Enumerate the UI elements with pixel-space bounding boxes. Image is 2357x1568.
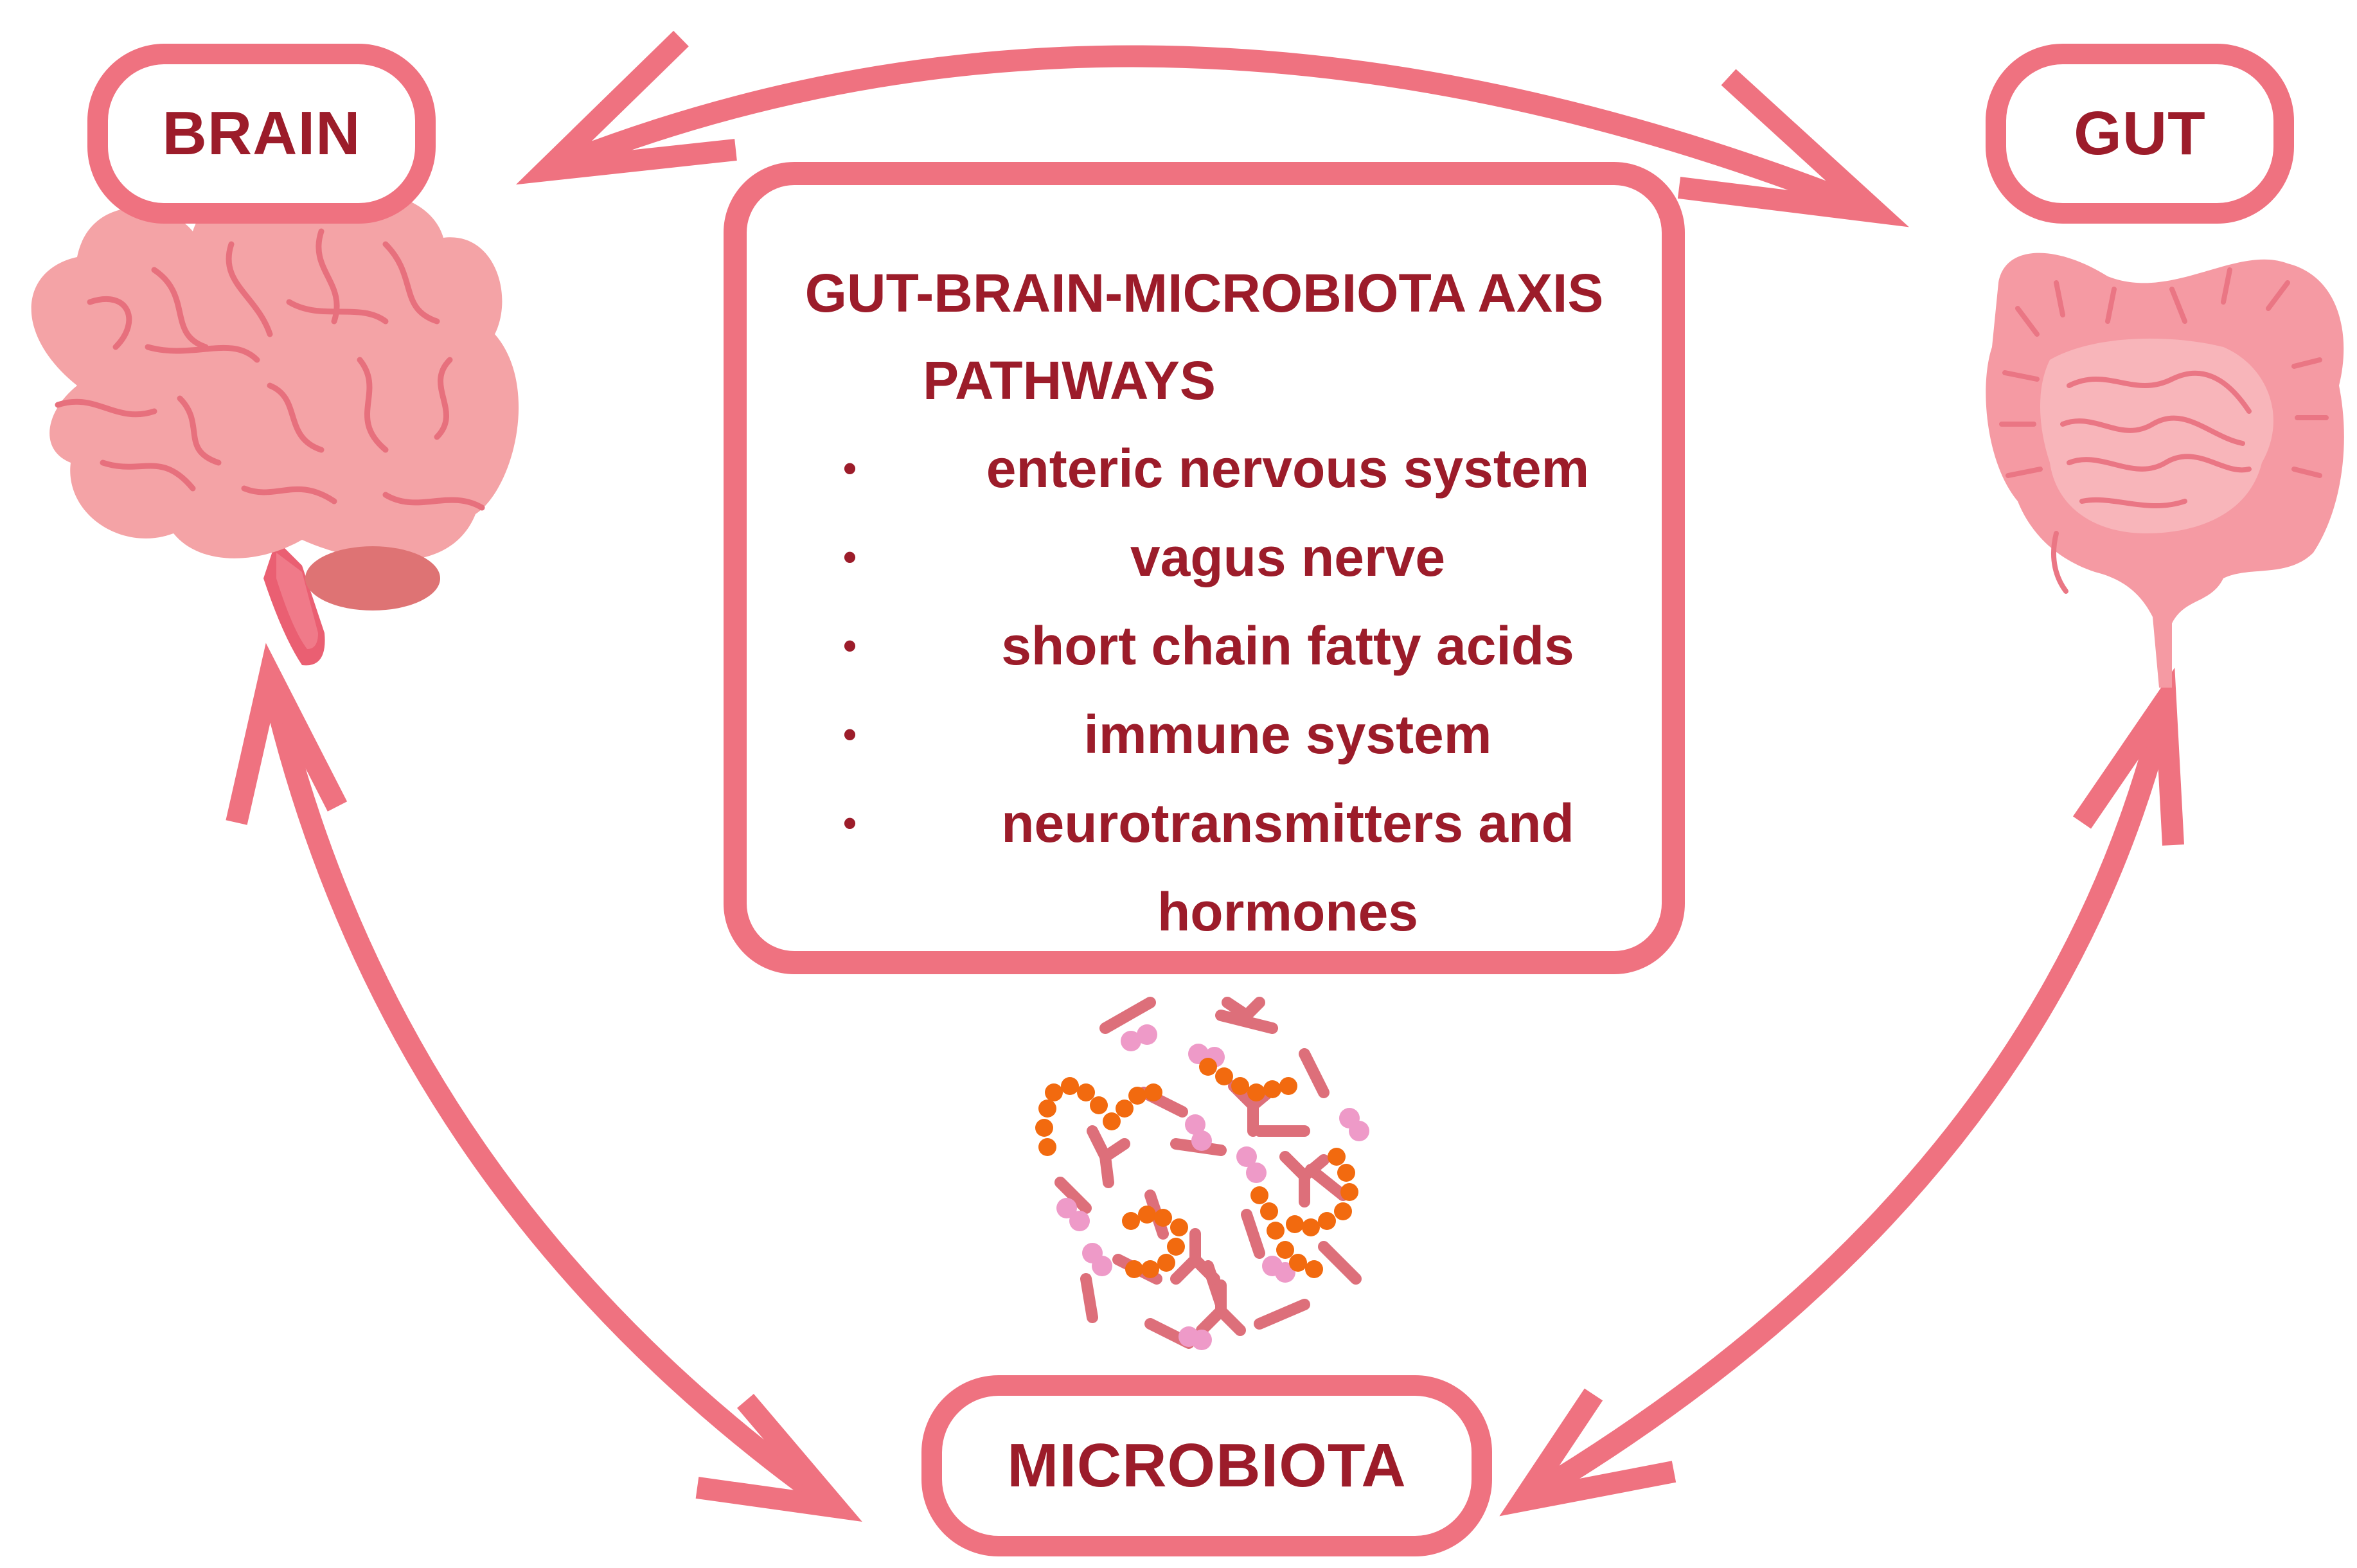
pathways-box: GUT-BRAIN-MICROBIOTA AXIS PATHWAYS • ent… [724, 162, 1685, 974]
brain-icon [31, 178, 519, 666]
bullet-icon: • [843, 447, 857, 490]
bacteria-cluster-icon [1035, 997, 1369, 1350]
pathways-title-line2: PATHWAYS [923, 350, 1216, 411]
arrow-brain-microbiota [226, 643, 862, 1522]
pathway-label: vagus nerve [1130, 527, 1446, 587]
arrow-brain-gut [515, 30, 1909, 227]
pathways-title-line1: GUT-BRAIN-MICROBIOTA AXIS [805, 263, 1604, 323]
pathway-item: • immune system [747, 690, 1662, 779]
bullet-icon: • [843, 535, 857, 578]
intestine-icon [1986, 253, 2344, 688]
pathway-label: neurotransmitters and hormones [1001, 793, 1574, 942]
bullet-icon: • [843, 801, 857, 844]
brain-label-text: BRAIN [162, 99, 361, 168]
pathway-label: immune system [1083, 704, 1492, 765]
pathway-item: • vagus nerve [747, 513, 1662, 601]
pathway-item: • enteric nervous system [747, 424, 1662, 513]
pathway-label: short chain fatty acids [1001, 616, 1574, 676]
bullet-icon: • [843, 713, 857, 756]
gut-label: GUT [1986, 44, 2294, 224]
arrow-gut-microbiota [1499, 667, 2184, 1517]
bullet-icon: • [843, 624, 857, 667]
pathway-label: enteric nervous system [986, 438, 1590, 499]
pathway-item: • neurotransmitters and hormones [747, 779, 1662, 956]
gut-label-text: GUT [2074, 99, 2206, 168]
microbiota-label: MICROBIOTA [921, 1375, 1492, 1556]
pathways-title: GUT-BRAIN-MICROBIOTA AXIS PATHWAYS [747, 249, 1662, 424]
pathway-item: • short chain fatty acids [747, 601, 1662, 690]
brain-label: BRAIN [87, 44, 436, 224]
microbiota-label-text: MICROBIOTA [1007, 1431, 1407, 1500]
